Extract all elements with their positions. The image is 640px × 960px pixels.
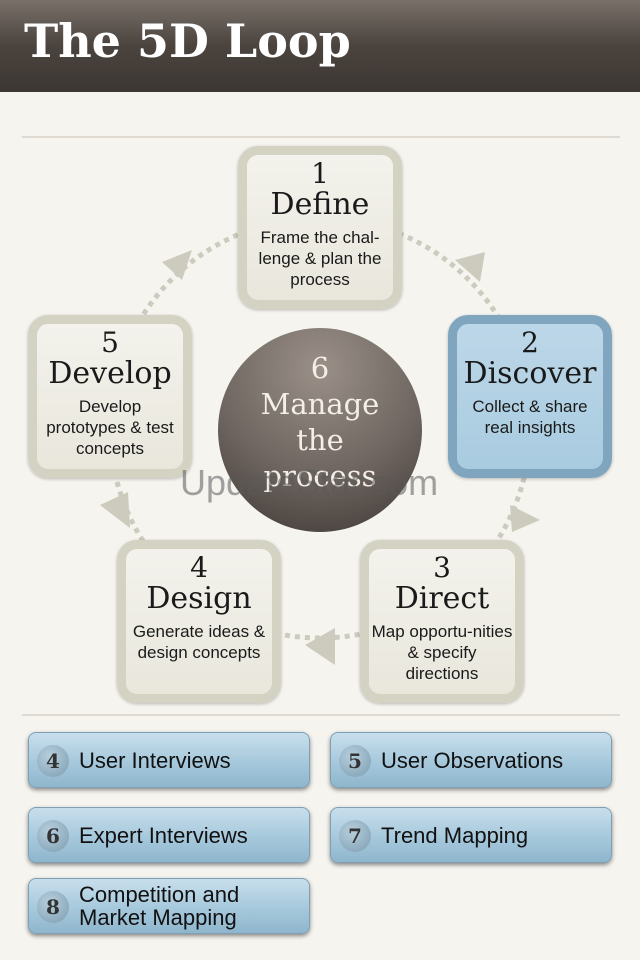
center-label: Manage xyxy=(260,387,380,421)
method-button-expert-interviews[interactable]: 6 Expert Interviews xyxy=(28,807,310,863)
method-button-user-observations[interactable]: 5 User Observations xyxy=(330,732,612,788)
arrow-icon xyxy=(455,252,485,282)
step-number: 4 xyxy=(190,551,208,584)
arrow-icon xyxy=(162,250,192,280)
method-button-competition-mapping[interactable]: 8 Competition and Market Mapping xyxy=(28,878,310,934)
number-badge: 6 xyxy=(37,820,69,852)
button-label: User Interviews xyxy=(79,747,231,773)
header-bar: The 5D Loop xyxy=(0,0,640,92)
step-description: Map opportu-nities & specify directions xyxy=(371,622,513,683)
arrow-icon xyxy=(100,492,130,528)
step-number: 6 xyxy=(310,351,330,385)
step-description: Generate ideas & design concepts xyxy=(132,622,266,662)
step-name: Design xyxy=(146,581,252,616)
step-name: Direct xyxy=(394,581,490,616)
center-label: the xyxy=(296,423,344,457)
number-badge: 7 xyxy=(339,820,371,852)
step-name: Develop xyxy=(48,356,172,391)
step-design[interactable]: 4 Design Generate ideas & design concept… xyxy=(117,540,281,703)
watermark: UpdateStar.com xyxy=(180,462,439,503)
arrow-icon xyxy=(305,628,335,665)
button-label: Competition and Market Mapping xyxy=(79,882,240,930)
step-define[interactable]: 1 Define Frame the chal-lenge & plan the… xyxy=(238,146,402,309)
manage-process-circle[interactable]: 6 Manage the process xyxy=(218,328,422,532)
divider xyxy=(22,136,620,138)
number-badge: 8 xyxy=(37,891,69,923)
number-badge: 5 xyxy=(339,745,371,777)
page-title: The 5D Loop xyxy=(24,14,351,68)
step-direct[interactable]: 3 Direct Map opportu-nities & specify di… xyxy=(360,540,524,703)
step-description: Develop prototypes & test concepts xyxy=(46,397,174,458)
center-label: process xyxy=(263,459,377,493)
step-number: 5 xyxy=(101,326,119,359)
method-button-trend-mapping[interactable]: 7 Trend Mapping xyxy=(330,807,612,863)
step-discover[interactable]: 2 Discover Collect & share real insights xyxy=(448,315,612,478)
button-label: Trend Mapping xyxy=(381,822,529,848)
step-name: Define xyxy=(270,187,370,222)
divider xyxy=(22,714,620,716)
step-number: 1 xyxy=(311,157,329,190)
method-button-user-interviews[interactable]: 4 User Interviews xyxy=(28,732,310,788)
number-badge: 4 xyxy=(37,745,69,777)
step-name: Discover xyxy=(463,356,597,391)
step-description: Frame the chal-lenge & plan the process xyxy=(258,228,382,289)
step-description: Collect & share real insights xyxy=(472,397,588,437)
button-label: Expert Interviews xyxy=(79,822,248,848)
step-number: 2 xyxy=(521,326,539,359)
step-develop[interactable]: 5 Develop Develop prototypes & test conc… xyxy=(28,315,192,478)
step-number: 3 xyxy=(433,551,451,584)
button-label: User Observations xyxy=(381,747,564,773)
arrow-icon xyxy=(510,505,540,532)
